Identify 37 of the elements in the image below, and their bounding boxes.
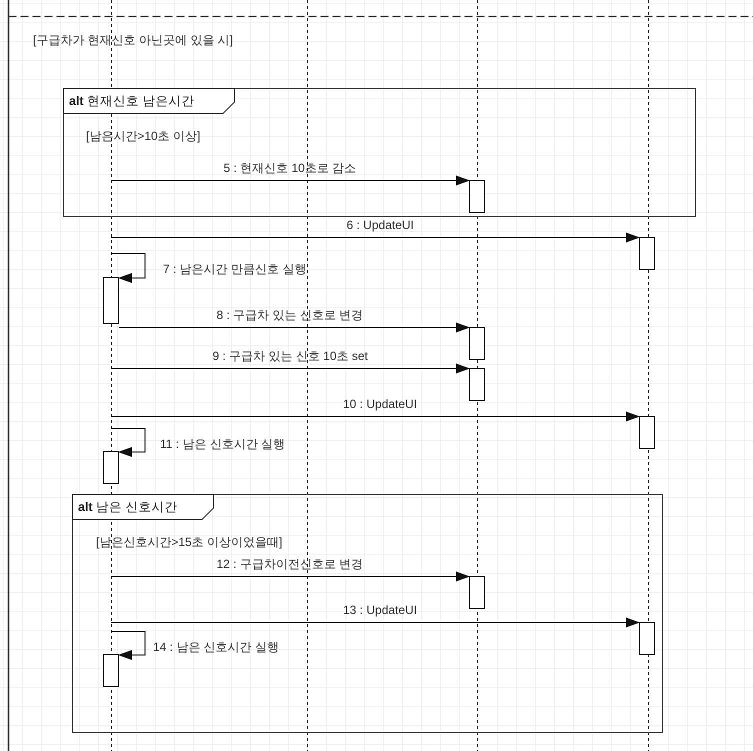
message-label: 11 : 남은 신호시간 실행 — [160, 437, 286, 451]
frame-tab: alt 현재신호 남은시간 — [63, 88, 235, 114]
message-arrow — [110, 572, 470, 582]
message-label: 9 : 구급차 있는 신호 10초 set — [212, 349, 368, 363]
message-label: 14 : 남은 신호시간 실행 — [153, 640, 280, 654]
alt-frame — [72, 494, 663, 733]
message-label: 10 : UpdateUI — [343, 397, 418, 411]
activation-bar — [469, 576, 485, 609]
activation-bar — [469, 180, 485, 213]
message-arrow — [110, 618, 640, 628]
message-label: 6 : UpdateUI — [346, 218, 414, 232]
activation-bar — [639, 237, 655, 270]
guard-text: [남은신호시간>15초 이상이었을때] — [96, 535, 282, 549]
activation-bar — [469, 327, 485, 360]
message-arrow — [118, 322, 470, 332]
guard-text: [남은시간>10초 이상] — [86, 129, 200, 143]
activation-bar — [639, 416, 655, 449]
activation-bar — [639, 622, 655, 655]
message-label: 12 : 구급차이전신호로 변경 — [216, 557, 364, 571]
message-arrow — [110, 176, 470, 186]
message-label: 5 : 현재신호 10초로 감소 — [224, 161, 356, 175]
frame-tab: alt 남은 신호시간 — [72, 494, 214, 520]
message-label: 13 : UpdateUI — [343, 603, 418, 617]
message-arrow — [110, 364, 470, 374]
message-label: 8 : 구급차 있는 신호로 변경 — [216, 308, 364, 322]
activation-bar — [103, 654, 119, 687]
guard-text: [구급차가 현재신호 아닌곳에 있을 시] — [33, 33, 234, 47]
activation-bar — [103, 451, 119, 484]
activation-bar — [469, 368, 485, 401]
message-arrow — [110, 631, 146, 660]
message-arrow — [110, 232, 640, 242]
message-arrow — [110, 428, 146, 457]
message-label: 7 : 남은시간 만큼신호 실행 — [163, 262, 306, 276]
message-arrow — [110, 412, 640, 422]
message-arrow — [110, 253, 146, 283]
alt-frame — [63, 88, 696, 217]
activation-bar — [103, 277, 119, 324]
